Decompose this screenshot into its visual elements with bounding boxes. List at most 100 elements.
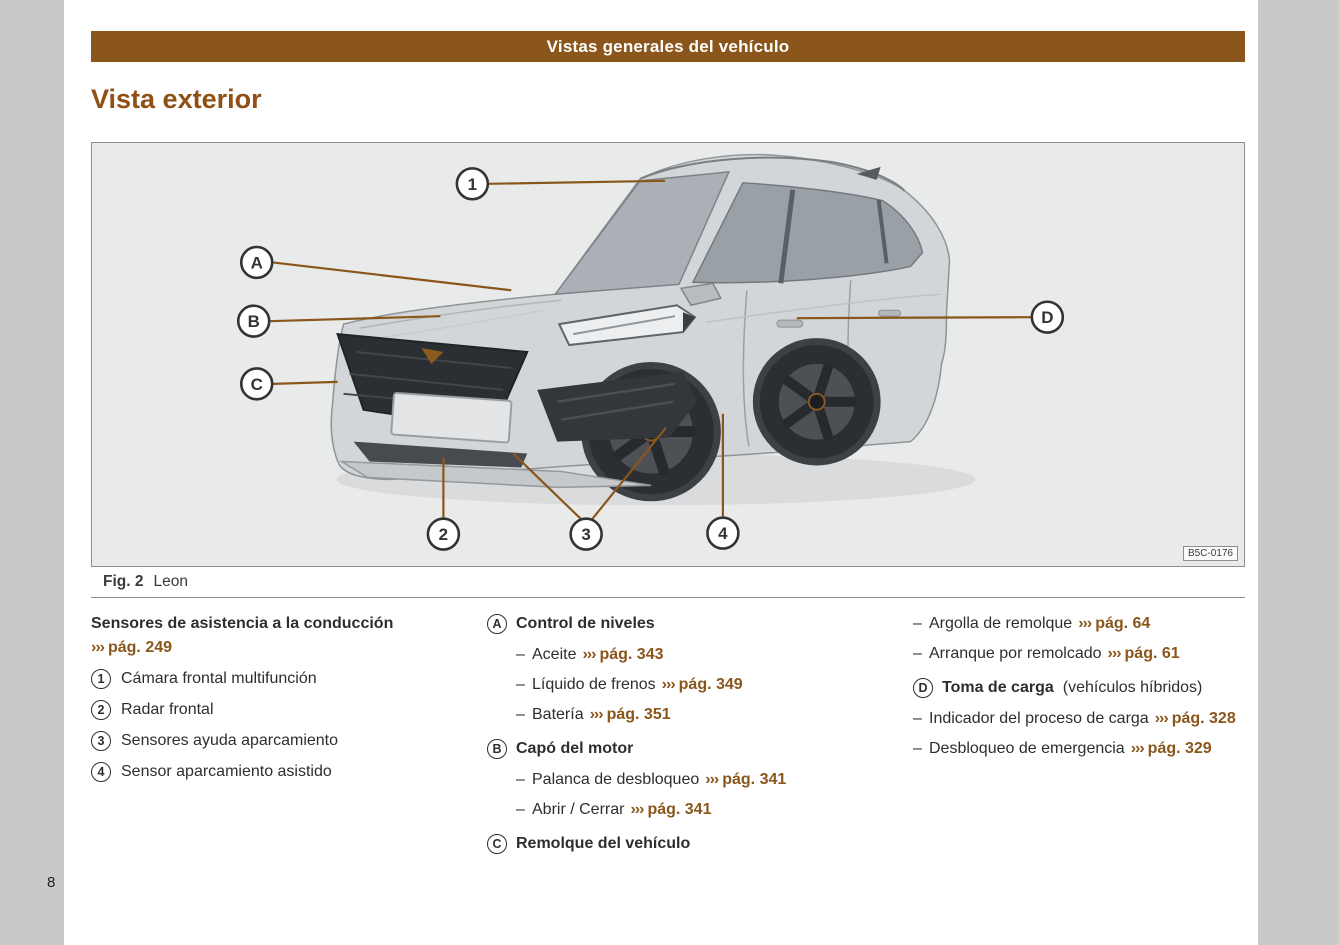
item-marker-circle: C [487,834,507,854]
page-reference: pág. 61 [1124,645,1180,662]
ref-arrows-icon: ››› [705,771,719,788]
header-band: Vistas generales del vehículo [91,31,1245,62]
subitem-label: Argolla de remolque [929,615,1073,632]
legend-subitem: – Batería›››pág. 351 [516,703,902,727]
subitem-label: Arranque por remolcado [929,645,1102,662]
callout-a-label: A [251,253,263,272]
subitem-label: Abrir / Cerrar [532,801,625,818]
leader-3b [591,426,667,520]
figure-callouts: 1 A B C [236,167,1065,551]
legend-group-a: A Control de niveles [487,612,902,636]
legend-column-1: Sensores de asistencia a la conducción ›… [91,612,481,791]
bumper-lower [353,441,528,468]
ref-arrows-icon: ››› [1078,615,1092,632]
callout-a: A [239,245,274,280]
callout-1: 1 [455,167,490,201]
item-marker-circle: 1 [91,669,111,689]
leader-a [272,261,512,292]
ref-arrows-icon: ››› [589,706,604,723]
door-handle-front [776,319,804,328]
callout-4-label: 4 [718,524,728,543]
legend-subitem: – Indicador del proceso de carga›››pág. … [913,707,1245,731]
legend-subitem: – Líquido de frenos›››pág. 349 [516,673,902,697]
callout-c: C [239,367,274,401]
vehicle-diagram: 1 A B C [236,153,1065,551]
page-reference: pág. 341 [647,801,712,818]
ref-arrows-icon: ››› [1130,740,1145,757]
legend-column-2: A Control de niveles – Aceite›››pág. 343… [487,612,902,863]
section-title: Vista exterior [91,84,262,114]
callout-3: 3 [569,517,603,551]
roof-antenna [856,166,881,180]
dash-marker: – [913,710,922,727]
page-reference: pág. 64 [1095,615,1151,632]
legend-subitem: – Argolla de remolque ›››pág. 64 [913,612,1245,636]
legend-group-b: B Capó del motor [487,737,902,761]
hood-crease [359,299,562,329]
legend-subitem: – Desbloqueo de emergencia›››pág. 329 [913,737,1245,761]
legend-group-title: Remolque del vehículo [516,835,691,852]
door-seam-front [742,290,750,447]
dash-marker: – [913,615,922,632]
legend-group-title: Control de niveles [516,615,655,632]
legend-item-label: Sensores ayuda aparcamiento [121,732,339,749]
legend-column-3: – Argolla de remolque›››pág. 64 – Arranq… [913,612,1245,767]
subitem-label: Indicador del proceso de carga [929,710,1149,727]
callout-2: 2 [426,517,461,551]
subitem-label: Desbloqueo de emergencia [929,740,1125,757]
legend-item: 3 Sensores ayuda aparcamiento [91,729,481,753]
heading-page-reference: ›››pág. 249 [91,636,481,660]
license-plate [390,391,513,444]
rear-wheel [759,345,874,459]
legend-heading: Sensores de asistencia a la conducción [91,615,394,632]
dash-marker: – [516,676,525,693]
windshield [553,170,731,296]
callout-d: D [1030,300,1065,334]
dash-marker: – [516,706,525,723]
manual-page: Vistas generales del vehículo Vista exte… [47,0,1258,945]
page-content: Vistas generales del vehículo Vista exte… [91,0,1245,945]
legend-subitem: – Aceite›››pág. 343 [516,643,902,667]
item-marker-circle: B [487,739,507,759]
callout-4: 4 [706,516,740,550]
item-marker-circle: D [913,678,933,698]
callout-b: B [236,304,271,338]
legend-subitem: – Palanca de desbloqueo›››pág. 341 [516,768,902,792]
legend-item-label: Radar frontal [121,701,214,718]
item-marker-circle: 4 [91,762,111,782]
dash-marker: – [913,740,922,757]
legend-item-label: Sensor aparcamiento asistido [121,763,332,780]
leader-d [796,316,1032,320]
ref-arrows-icon: ››› [630,801,644,818]
leader-c [272,380,338,385]
legend-item: 1 Cámara frontal multifunción [91,667,481,691]
figure-code-label: B5C-0176 [1182,546,1238,561]
headlight-detail [572,315,676,336]
dash-marker: – [516,646,525,663]
ref-arrows-icon: ››› [1107,645,1122,662]
header-title: Vistas generales del vehículo [546,36,790,56]
front-splitter [338,460,652,489]
figure-caption-text: Leon [153,573,188,590]
legend-group-title: Toma de carga [942,679,1054,696]
legend-group-d: D Toma de carga (vehículos híbridos) [913,676,1245,700]
callout-1-label: 1 [468,175,477,194]
subitem-label: Palanca de desbloqueo [532,771,700,788]
vehicle-figure: 1 A B C [91,142,1245,567]
brand-logo [421,348,444,364]
legend-subitem: – Abrir / Cerrar›››pág. 341 [516,798,902,822]
callout-d-label: D [1041,308,1053,327]
legend-group-c: C Remolque del vehículo [487,832,902,856]
headlight-corner [682,312,695,333]
subitem-label: Batería [532,706,584,723]
callout-leader-lines [269,179,1032,521]
figure-caption-label: Fig. 2 [103,573,144,590]
leader-b [269,315,441,323]
legend-group-suffix: (vehículos híbridos) [1062,679,1203,696]
side-crease [705,293,941,323]
page-reference: pág. 349 [678,676,743,693]
dash-marker: – [913,645,922,662]
legend-group-title: Capó del motor [516,740,634,757]
callout-c-label: C [251,375,263,394]
